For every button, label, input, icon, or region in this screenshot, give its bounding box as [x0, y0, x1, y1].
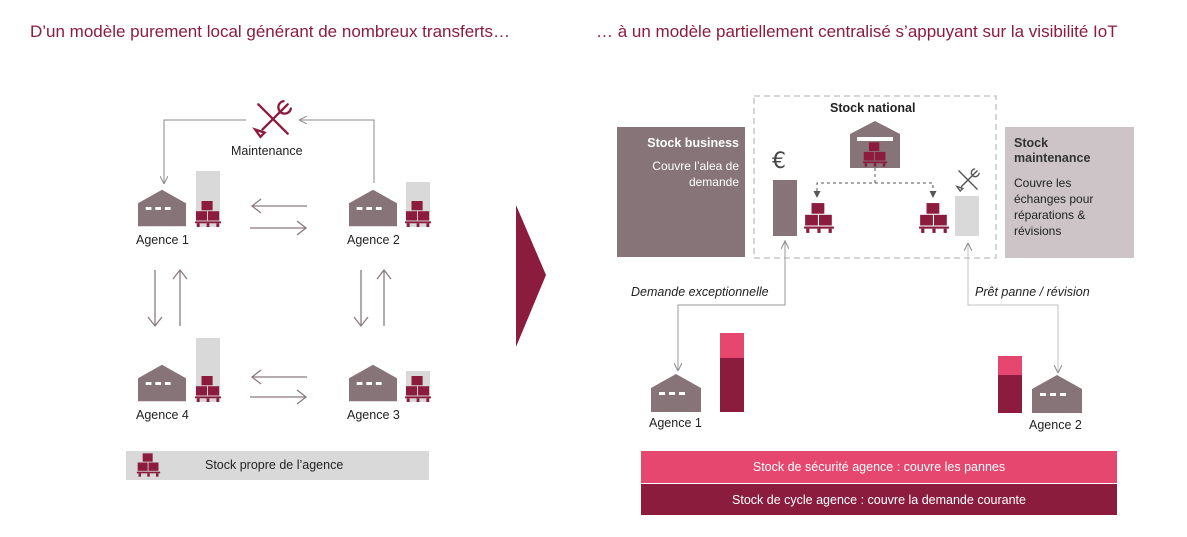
pret-label: Prêt panne / révision [975, 285, 1090, 299]
band-securite: Stock de sécurité agence : couvre les pa… [752, 460, 1006, 474]
band-cycle: Stock de cycle agence : couvre la demand… [732, 492, 1026, 507]
left-agence-1-label: Agence 1 [136, 233, 189, 247]
right-agence-1-house-icon [651, 374, 701, 412]
business-stock-boxes-icon [804, 203, 834, 233]
demande-label: Demande exceptionnelle [631, 285, 769, 299]
euro-icon: € [772, 149, 786, 174]
stock-national-label: Stock national [830, 101, 916, 115]
left-title: D’un modèle purement local générant de n… [30, 22, 511, 41]
right-agence-1-label: Agence 1 [649, 416, 702, 430]
stock-maintenance-title: Stock maintenance [1014, 136, 1091, 165]
left-agence-2-label: Agence 2 [347, 233, 400, 247]
right-title: … à un modèle partiellement centralisé s… [596, 22, 1118, 41]
maintenance-label: Maintenance [231, 144, 303, 158]
stock-maintenance-box: Stock maintenance Couvre les échanges po… [1005, 127, 1134, 258]
maintenance-tools-icon [253, 99, 293, 139]
transition-chevron [516, 205, 546, 347]
stock-maintenance-text: Couvre les échanges pour réparations & r… [1014, 176, 1094, 238]
agence-1-house-icon [138, 189, 186, 227]
legend-label: Stock propre de l’agence [205, 458, 344, 472]
right-agence-2-house-icon [1032, 375, 1082, 413]
maintenance-stock-boxes-icon [919, 203, 949, 233]
right-agence-2-label: Agence 2 [1029, 418, 1082, 432]
left-agence-4-label: Agence 4 [136, 408, 189, 422]
stock-business-box: Stock business Couvre l’alea de demande [617, 127, 745, 257]
left-agence-3-label: Agence 3 [347, 408, 400, 422]
agence-3-house-icon [349, 364, 397, 402]
agence-4-house-icon [138, 364, 186, 402]
agence-2-house-icon [349, 189, 397, 227]
maintenance-tools-small-icon [956, 168, 980, 192]
stock-business-title: Stock business [647, 136, 739, 150]
stock-business-text: Couvre l’alea de demande [652, 159, 739, 189]
